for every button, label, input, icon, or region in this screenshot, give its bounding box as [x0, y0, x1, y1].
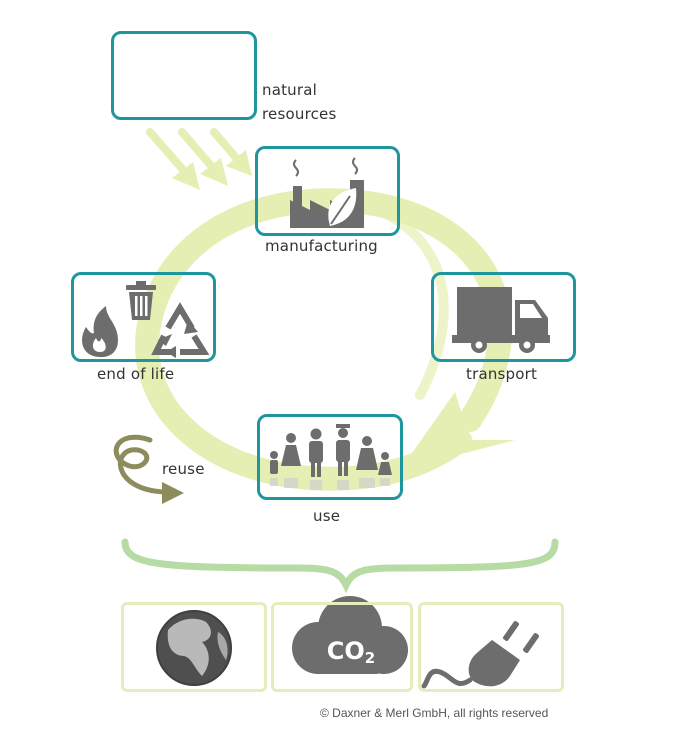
- use-label: use: [313, 507, 341, 525]
- natural-resources-box: [111, 31, 257, 120]
- natural-resources-label: natural resources: [262, 81, 337, 123]
- manufacturing-box: [255, 146, 400, 236]
- cycle-arrow-head: [400, 392, 515, 470]
- truck-icon: [452, 287, 550, 353]
- family-reflection: [270, 478, 390, 490]
- reuse-arrow-head: [162, 482, 184, 504]
- transport-box: [431, 272, 576, 362]
- end-of-life-label: end of life: [97, 365, 175, 383]
- energy-consumption-box: [418, 602, 564, 692]
- globe-icon: [156, 610, 232, 686]
- inflow-arrows: [146, 128, 252, 190]
- reuse-arrow-icon: [113, 434, 168, 495]
- reuse-label: reuse: [162, 460, 205, 478]
- transport-label: transport: [466, 365, 538, 383]
- end-of-life-box: [71, 272, 216, 362]
- resource-depletion-box: [121, 602, 267, 692]
- co2-cloud-icon: [292, 596, 408, 674]
- trash-bin-icon: [126, 281, 156, 320]
- use-box: [257, 414, 403, 500]
- impact-brace: [121, 538, 559, 594]
- manufacturing-label: manufacturing: [265, 237, 378, 255]
- family-icon: [270, 424, 392, 477]
- power-plug-icon: [421, 621, 539, 689]
- co2-label: CO2: [326, 637, 376, 667]
- co2-emission-box: [271, 602, 413, 692]
- flame-icon: [82, 306, 118, 358]
- copyright-notice: © Daxner & Merl GmbH, all rights reserve…: [320, 706, 549, 720]
